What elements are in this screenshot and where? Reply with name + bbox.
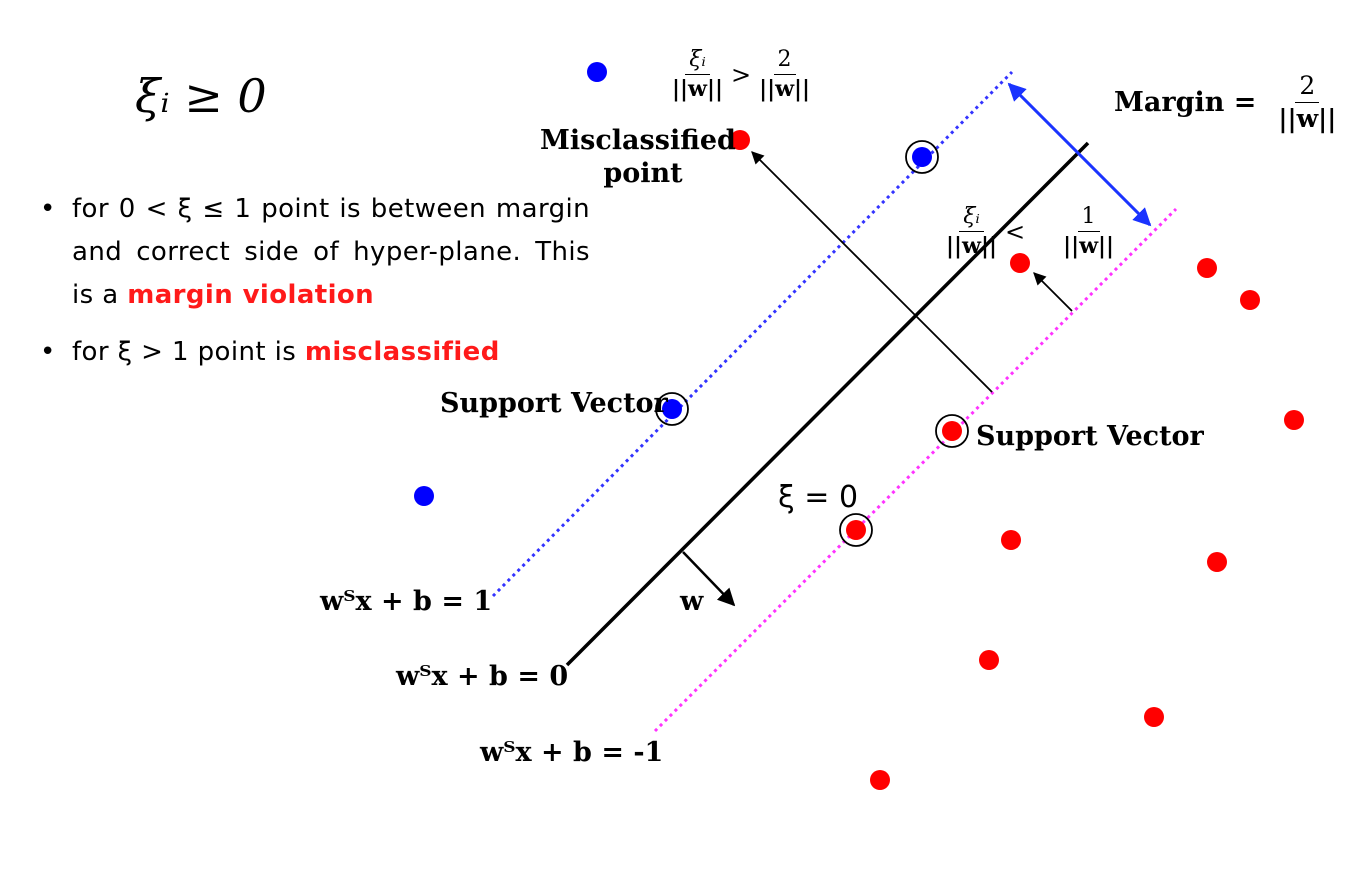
- support-vector-ring: [905, 140, 939, 174]
- equation-positive-margin: wᵀx + b = 1: [320, 586, 493, 617]
- bullet-margin-violation: for 0 < ξ ≤ 1 point is between margin an…: [38, 188, 590, 317]
- blue-point: [587, 62, 607, 82]
- red-point: [942, 421, 962, 441]
- support-vector-ring: [655, 392, 689, 426]
- bullet-text: for 0 < ξ ≤ 1 point is between margin an…: [72, 194, 590, 310]
- support-vector-label-right: Support Vector: [976, 421, 1204, 452]
- red-point: [870, 770, 890, 790]
- red-point: [1240, 290, 1260, 310]
- margin-line-negative: [653, 207, 1178, 733]
- misclassified-inequality: ξᵢ ||w|| > 2 ||w||: [668, 47, 814, 103]
- fraction: ξᵢ ||w||: [946, 204, 997, 260]
- emphasis-misclassified: misclassified: [304, 337, 500, 367]
- fraction: ξᵢ ||w||: [672, 47, 723, 103]
- fraction: 1 ||w||: [1063, 204, 1115, 260]
- red-point: [1010, 253, 1030, 273]
- margin-label: Margin = 2 ||w||: [1114, 72, 1340, 132]
- emphasis-margin-violation: margin violation: [127, 280, 375, 310]
- fraction: 2 ||w||: [759, 47, 811, 103]
- margin-violation-inequality: ξᵢ ||w|| < 1 ||w||: [942, 204, 1118, 260]
- slack-constraint: ξᵢ ≥ 0: [135, 69, 267, 123]
- xi-zero-label: ξ = 0: [778, 480, 859, 515]
- blue-point: [414, 486, 434, 506]
- normal-vector-arrow: [682, 551, 736, 607]
- support-vector-label-left: Support Vector: [440, 388, 668, 419]
- bullet-text: for ξ > 1 point is: [72, 337, 305, 367]
- greater-than-sign: >: [730, 60, 752, 89]
- misclassified-label: Misclassified point: [540, 125, 736, 189]
- red-point: [1001, 530, 1021, 550]
- red-point: [1207, 552, 1227, 572]
- equation-decision-boundary: wᵀx + b = 0: [396, 661, 569, 692]
- equation-negative-margin: wᵀx + b = -1: [480, 737, 664, 768]
- red-point: [846, 520, 866, 540]
- red-point: [730, 130, 750, 150]
- bullet-misclassified: for ξ > 1 point is misclassified: [38, 331, 590, 374]
- misclassified-slack-arrow: [751, 151, 993, 393]
- red-point: [1144, 707, 1164, 727]
- margin-fraction: 2 ||w||: [1278, 71, 1337, 133]
- normal-vector-label: w: [680, 586, 704, 617]
- decision-boundary: [565, 141, 1090, 667]
- margin-violation-slack-arrow: [1033, 272, 1073, 312]
- red-point: [979, 650, 999, 670]
- red-point: [1197, 258, 1217, 278]
- bullet-list: for 0 < ξ ≤ 1 point is between margin an…: [38, 188, 590, 388]
- less-than-sign: <: [1004, 217, 1026, 246]
- support-vector-ring: [839, 513, 873, 547]
- blue-point: [662, 399, 682, 419]
- margin-arrow: [1007, 82, 1152, 227]
- blue-point: [912, 147, 932, 167]
- support-vector-ring: [935, 414, 969, 448]
- red-point: [1284, 410, 1304, 430]
